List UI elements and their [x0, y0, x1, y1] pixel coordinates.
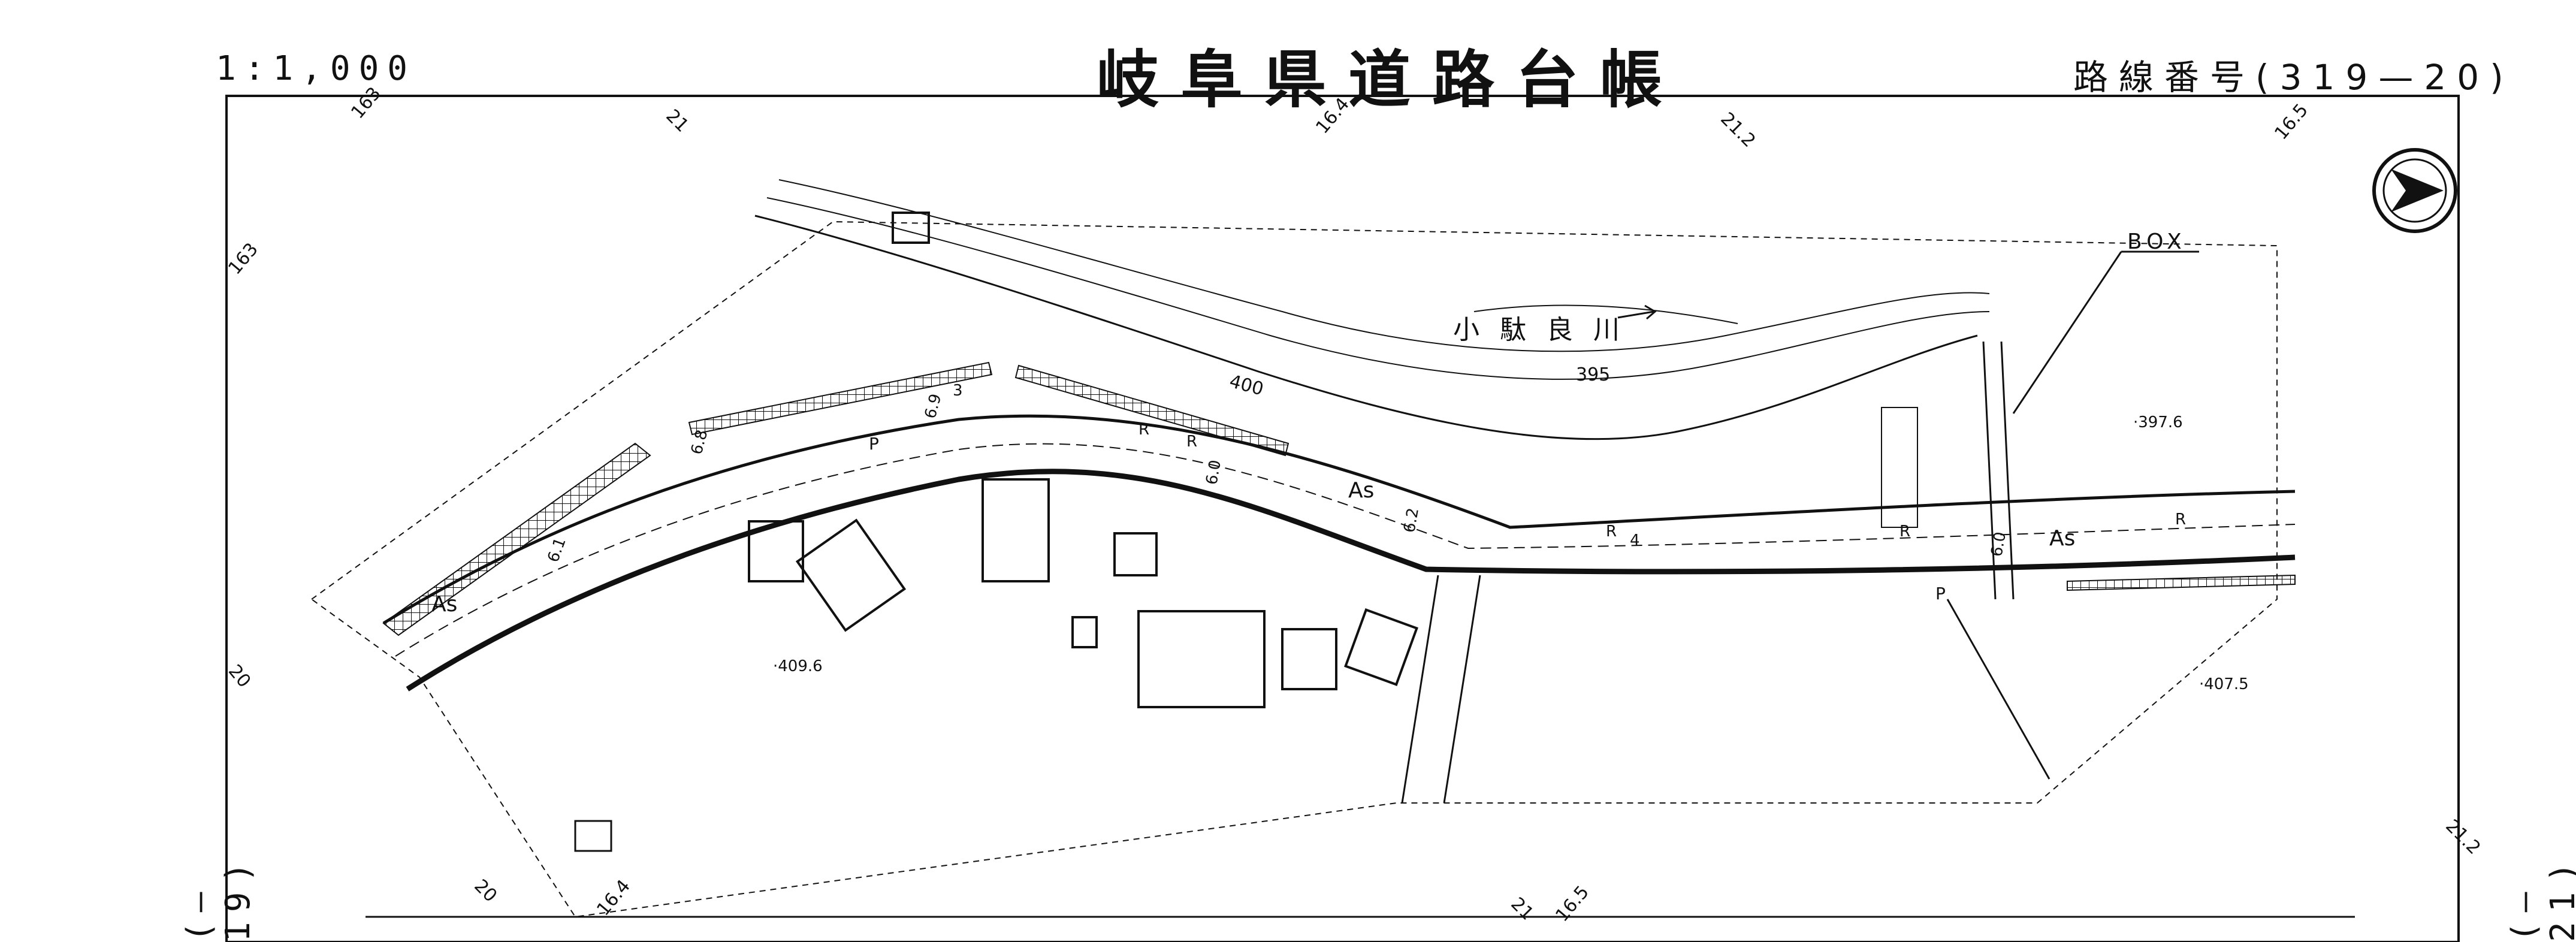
surface-label: As: [431, 592, 457, 617]
retaining-wall-river: [1014, 364, 1289, 457]
road-edge-south: [406, 469, 2296, 692]
scale-label: 1:1,000: [216, 49, 416, 88]
marker-label: P: [869, 434, 879, 454]
contour-line-400: [766, 197, 1990, 380]
box-leader-line: [2012, 251, 2122, 414]
route-number: 路線番号(319—20): [2073, 57, 2514, 98]
surface-label: As: [1348, 478, 1374, 503]
contour-line-395: [778, 179, 1990, 352]
building: [1071, 616, 1098, 648]
marker-label: R: [1138, 421, 1149, 439]
retaining-wall-east: [2067, 574, 2296, 591]
elevation-label: ·409.6: [773, 657, 823, 675]
marker-label: R: [1186, 433, 1197, 451]
grid-tick-label: 16.5: [1551, 881, 1593, 926]
elevation-label: ·407.5: [2199, 675, 2249, 693]
survey-boundary: [310, 221, 2278, 918]
box-culvert: [1982, 341, 2015, 600]
grid-tick-label: 21: [662, 105, 693, 137]
map-header: 1:1,000 岐阜県道路台帳 路線番号(319—20): [0, 0, 2576, 116]
grid-tick-label: 20: [224, 661, 255, 692]
surface-label: As: [2049, 526, 2075, 551]
shrine-structure: [892, 212, 930, 244]
elevation-label: ·397.6: [2133, 413, 2183, 431]
river-label: 小 駄 良 川: [1453, 315, 1626, 345]
grid-tick-label: 21.2: [1716, 108, 1759, 152]
dimension-label: 4: [1630, 532, 1640, 550]
box-structure: [1881, 407, 1918, 528]
grid-tick-label: 21.2: [2441, 816, 2484, 859]
grid-tick-label: 16.5: [2270, 99, 2312, 144]
marker-label: P: [1935, 584, 1946, 603]
dimension-label: 6.1: [544, 535, 569, 564]
building: [795, 518, 907, 632]
road-edge-north: [382, 414, 2296, 625]
contour-label: 395: [1576, 364, 1610, 385]
road-centerline: [395, 443, 2296, 657]
grid-tick-label: 16.4: [1312, 93, 1354, 138]
marker-label: R: [1899, 523, 1910, 541]
building: [1344, 608, 1418, 686]
building: [982, 478, 1050, 582]
building: [1137, 610, 1266, 708]
side-road-south: [1401, 575, 1481, 804]
north-arrow-icon: [2372, 148, 2457, 233]
dimension-label: 6.9: [922, 392, 946, 421]
grid-tick-label: 21: [1506, 893, 1538, 925]
river-flow-curve: [1473, 304, 1738, 324]
marker-label: R: [2175, 511, 2186, 529]
dimension-label: 6.0: [1203, 458, 1225, 486]
grid-tick-label: 16.4: [593, 875, 635, 920]
marker-label: R: [1606, 523, 1617, 541]
grid-tick-label: 20: [470, 875, 501, 907]
dimension-label: 3: [953, 382, 963, 400]
sheet-frame: [225, 95, 2460, 942]
building: [748, 520, 804, 582]
river-bank-south: [754, 215, 1978, 440]
retaining-wall-north: [688, 361, 993, 436]
grid-tick-label: 163: [224, 239, 262, 279]
building: [574, 820, 612, 852]
contour-label: 400: [1227, 371, 1266, 400]
page-title: 岐阜県道路台帳: [1097, 43, 1684, 116]
flow-arrow-icon: [1617, 304, 1657, 320]
side-road-east: [1946, 599, 2050, 780]
building: [1281, 628, 1337, 690]
dimension-label: 6.0: [1988, 530, 2010, 558]
grid-tick-label: 163: [347, 83, 385, 123]
building: [1113, 532, 1158, 576]
dimension-label: 6.2: [1400, 506, 1423, 534]
box-label: BOX: [2127, 230, 2187, 254]
retaining-wall-west: [382, 442, 651, 636]
